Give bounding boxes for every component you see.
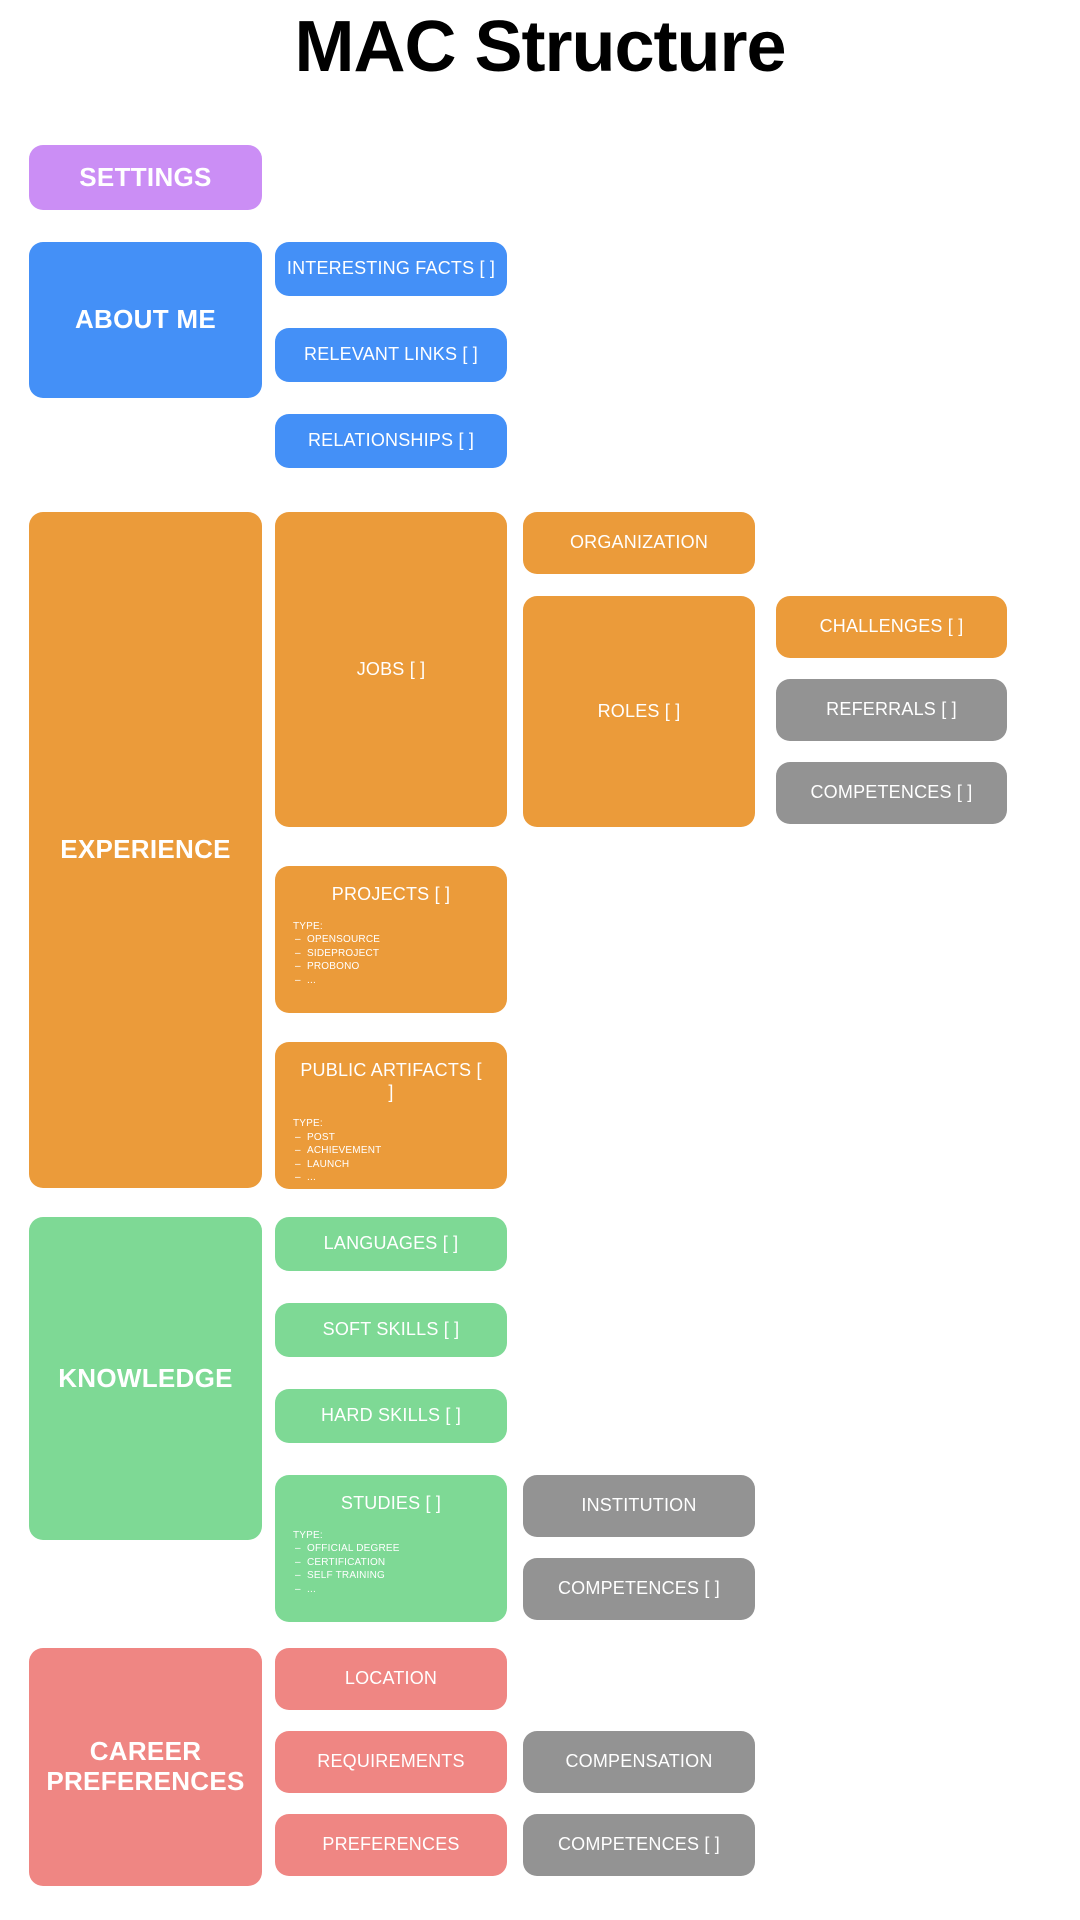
- node-organization-label: ORGANIZATION: [569, 532, 709, 553]
- dash-icon: –: [295, 1543, 301, 1555]
- node-relevant-links[interactable]: RELEVANT LINKS [ ]: [275, 328, 507, 382]
- node-projects[interactable]: PROJECTS [ ] TYPE: –OPENSOURCE–SIDEPROJEC…: [275, 866, 507, 1013]
- node-location[interactable]: LOCATION: [275, 1648, 507, 1710]
- dash-icon: –: [295, 1172, 301, 1184]
- node-studies[interactable]: STUDIES [ ] TYPE: –OFFICIAL DEGREE–CERTIF…: [275, 1475, 507, 1622]
- dash-icon: –: [295, 947, 301, 959]
- node-public-artifacts[interactable]: PUBLIC ARTIFACTS [ ] TYPE:–POST –ACHIEVEM…: [275, 1042, 507, 1189]
- node-interesting-facts-label: INTERESTING FACTS [ ]: [286, 258, 496, 279]
- node-relevant-links-label: RELEVANT LINKS [ ]: [304, 344, 478, 365]
- node-experience-competences-label: COMPETENCES [ ]: [810, 782, 973, 803]
- type-item: –...: [295, 1583, 316, 1595]
- node-relationships[interactable]: RELATIONSHIPS [ ]: [275, 414, 507, 468]
- node-career-competences-label: COMPETENCES [ ]: [557, 1834, 721, 1855]
- node-knowledge-label: KNOWLEDGE: [58, 1362, 233, 1393]
- node-hard-skills[interactable]: HARD SKILLS [ ]: [275, 1389, 507, 1443]
- node-public-artifacts-label: PUBLIC ARTIFACTS [ ]: [300, 1060, 482, 1102]
- dash-icon: –: [295, 1158, 301, 1170]
- node-about-me[interactable]: ABOUT ME: [29, 242, 262, 398]
- node-studies-type-list: TYPE: –OFFICIAL DEGREE–CERTIFICATION –SELF…: [293, 1529, 489, 1597]
- node-relationships-label: RELATIONSHIPS [ ]: [307, 430, 475, 451]
- node-experience[interactable]: EXPERIENCE: [29, 512, 262, 1188]
- type-item: –...: [295, 1172, 316, 1184]
- node-projects-label: PROJECTS [ ]: [331, 884, 451, 904]
- node-preferences-label: PREFERENCES: [322, 1834, 460, 1855]
- node-compensation[interactable]: COMPENSATION: [523, 1731, 755, 1793]
- node-experience-label: EXPERIENCE: [60, 834, 231, 865]
- dash-icon: –: [295, 961, 301, 973]
- type-item: –SELF TRAINING: [295, 1570, 385, 1582]
- node-projects-type-list: TYPE: –OPENSOURCE–SIDEPROJECT –PROBONO–...: [293, 920, 489, 988]
- node-roles[interactable]: ROLES [ ]: [523, 596, 755, 827]
- node-career-preferences-label-line1: CAREER: [89, 1736, 202, 1767]
- node-interesting-facts[interactable]: INTERESTING FACTS [ ]: [275, 242, 507, 296]
- node-career-preferences[interactable]: CAREER PREFERENCES: [29, 1648, 262, 1886]
- node-referrals[interactable]: REFERRALS [ ]: [776, 679, 1007, 741]
- node-settings[interactable]: SETTINGS: [29, 145, 262, 210]
- node-about-me-label: ABOUT ME: [74, 304, 217, 335]
- dash-icon: –: [295, 1145, 301, 1157]
- node-preferences[interactable]: PREFERENCES: [275, 1814, 507, 1876]
- node-requirements[interactable]: REQUIREMENTS: [275, 1731, 507, 1793]
- node-challenges[interactable]: CHALLENGES [ ]: [776, 596, 1007, 658]
- node-career-preferences-label-line2: PREFERENCES: [46, 1766, 245, 1796]
- type-item: –CERTIFICATION: [295, 1556, 386, 1568]
- node-career-competences[interactable]: COMPETENCES [ ]: [523, 1814, 755, 1876]
- type-item: –...: [295, 974, 316, 986]
- node-languages[interactable]: LANGUAGES [ ]: [275, 1217, 507, 1271]
- node-knowledge-competences[interactable]: COMPETENCES [ ]: [523, 1558, 755, 1620]
- node-studies-label: STUDIES [ ]: [340, 1493, 442, 1513]
- type-header: TYPE:: [293, 1529, 323, 1541]
- node-roles-label: ROLES [ ]: [597, 700, 681, 721]
- dash-icon: –: [295, 1131, 301, 1143]
- type-item: –ACHIEVEMENT: [295, 1145, 382, 1157]
- dash-icon: –: [295, 974, 301, 986]
- node-jobs[interactable]: JOBS [ ]: [275, 512, 507, 827]
- node-organization[interactable]: ORGANIZATION: [523, 512, 755, 574]
- type-item: –OFFICIAL DEGREE: [295, 1543, 400, 1555]
- type-header: TYPE:: [293, 920, 323, 932]
- node-soft-skills[interactable]: SOFT SKILLS [ ]: [275, 1303, 507, 1357]
- type-item: –SIDEPROJECT: [295, 947, 380, 959]
- type-item: –POST: [295, 1131, 336, 1143]
- node-public-artifacts-type-list: TYPE:–POST –ACHIEVEMENT–LAUNCH –...: [293, 1117, 489, 1185]
- node-referrals-label: REFERRALS [ ]: [826, 699, 957, 720]
- node-experience-competences[interactable]: COMPETENCES [ ]: [776, 762, 1007, 824]
- node-knowledge-competences-label: COMPETENCES [ ]: [557, 1578, 721, 1599]
- node-knowledge[interactable]: KNOWLEDGE: [29, 1217, 262, 1540]
- node-soft-skills-label: SOFT SKILLS [ ]: [322, 1319, 460, 1340]
- node-challenges-label: CHALLENGES [ ]: [819, 616, 964, 637]
- page-title: MAC Structure: [294, 7, 786, 87]
- node-institution[interactable]: INSTITUTION: [523, 1475, 755, 1537]
- type-header: TYPE:: [293, 1118, 323, 1130]
- type-item: –PROBONO: [295, 961, 360, 973]
- node-hard-skills-label: HARD SKILLS [ ]: [320, 1405, 462, 1426]
- dash-icon: –: [295, 1583, 301, 1595]
- node-jobs-label: JOBS [ ]: [356, 658, 426, 679]
- type-item: –LAUNCH: [295, 1158, 350, 1170]
- node-settings-label: SETTINGS: [79, 161, 212, 192]
- node-languages-label: LANGUAGES [ ]: [323, 1233, 459, 1254]
- dash-icon: –: [295, 934, 301, 946]
- node-location-label: LOCATION: [344, 1668, 438, 1689]
- node-requirements-label: REQUIREMENTS: [317, 1751, 465, 1772]
- type-item: –OPENSOURCE: [295, 934, 381, 946]
- dash-icon: –: [295, 1570, 301, 1582]
- node-compensation-label: COMPENSATION: [565, 1751, 713, 1772]
- dash-icon: –: [295, 1556, 301, 1568]
- node-institution-label: INSTITUTION: [581, 1495, 697, 1516]
